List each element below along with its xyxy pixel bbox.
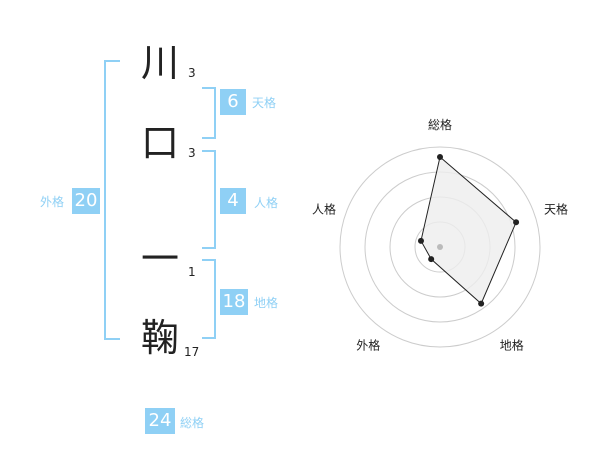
stroke-count-4: 17 (184, 345, 200, 359)
radar-grid-ring (339, 146, 541, 348)
chikaku-label: 地格 (254, 296, 279, 310)
stroke-count-1: 3 (188, 66, 196, 80)
gaikaku-value-box: 20 (72, 188, 100, 214)
radar-point (417, 237, 424, 244)
soukaku-value-box: 24 (145, 408, 175, 434)
gaikaku-label: 外格 (40, 195, 65, 209)
radar-axis-label: 地格 (500, 338, 524, 353)
jinkaku-label: 人格 (254, 196, 279, 210)
name-char-1: 川 (140, 41, 179, 85)
jinkaku-value-box: 4 (220, 188, 246, 214)
tenkaku-bracket (202, 87, 216, 139)
soukaku-label: 総格 (180, 416, 205, 430)
jinkaku-bracket (202, 150, 216, 249)
radar-point (437, 154, 443, 160)
chikaku-bracket (202, 259, 216, 339)
name-char-3: 一 (140, 237, 179, 281)
radar-point (513, 219, 520, 226)
radar-axis-label: 人格 (312, 201, 336, 216)
radar-point (428, 256, 435, 263)
radar-point (478, 300, 485, 307)
radar-center-dot (437, 244, 443, 250)
radar-axis-label: 総格 (428, 117, 452, 132)
stroke-count-3: 1 (188, 265, 196, 279)
name-char-4: 鞠 (140, 316, 179, 360)
radar-axis-label: 外格 (356, 338, 380, 353)
name-char-2: 口 (140, 121, 179, 165)
stroke-count-2: 3 (188, 146, 196, 160)
gaikaku-bracket (104, 60, 120, 340)
radar-axis-label: 天格 (544, 201, 568, 216)
chikaku-value-box: 18 (220, 289, 248, 315)
radar-series-polygon (420, 156, 517, 305)
tenkaku-value-box: 6 (220, 89, 246, 115)
tenkaku-label: 天格 (252, 96, 277, 110)
